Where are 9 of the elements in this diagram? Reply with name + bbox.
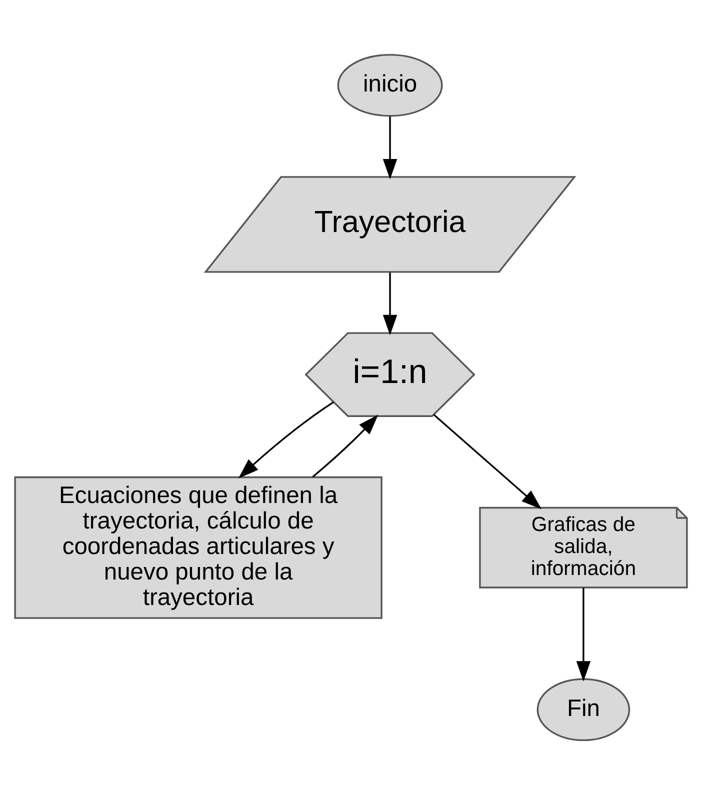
arrow [238, 401, 334, 478]
arrow [382, 116, 398, 180]
arrow [576, 588, 591, 682]
node-ellipse: inicio [337, 54, 443, 117]
node-ellipse: Fin [536, 678, 630, 742]
arrow [382, 272, 398, 336]
node-box: Ecuaciones que definen la trayectoria, cálculo de coordenadas articulares y nuevo punto de la trayectoria [14, 476, 382, 619]
arrow [312, 414, 378, 478]
arrow [433, 414, 542, 510]
